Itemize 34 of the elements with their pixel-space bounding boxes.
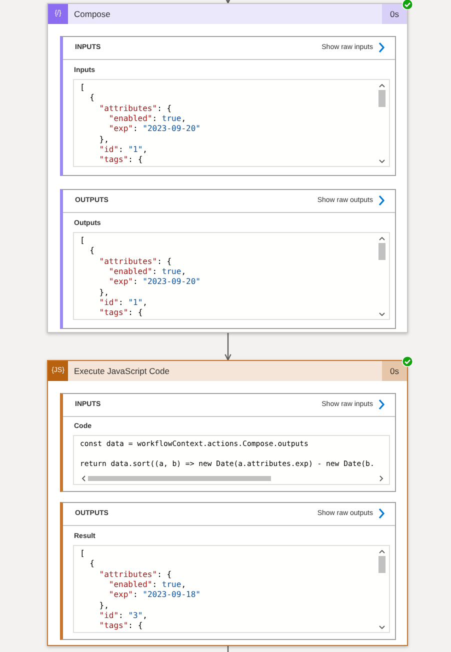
code-line: }, (98, 134, 109, 144)
duration-label: 0s (382, 361, 407, 381)
connector-arrow (224, 333, 232, 361)
code-line: { (88, 246, 94, 256)
code-line: "attributes": { (98, 256, 172, 266)
code-line: { (88, 559, 94, 568)
section-panel (60, 393, 396, 492)
section-panel (60, 502, 396, 640)
code-line: "attributes": { (98, 104, 172, 113)
code-line: "exp": "2023-09-20" (108, 124, 200, 134)
section-panel (60, 36, 396, 176)
card-title: Execute JavaScript Code (74, 366, 170, 376)
code-line: "tags": { (98, 621, 143, 630)
code-line: "attributes": { (98, 570, 172, 579)
code-line: "tags": { (98, 308, 143, 318)
code-line: [ (80, 549, 85, 558)
code-line: }, (98, 288, 109, 296)
code-line: "exp": "2023-09-20" (108, 277, 200, 286)
code-line: "id": "1", (98, 144, 148, 154)
duration-label: 0s (382, 4, 407, 24)
code-line: [ (80, 236, 85, 245)
code-line: "id": "3", (98, 610, 148, 620)
code-line: "enabled": true, (108, 580, 186, 589)
code-line: { (88, 93, 94, 102)
code-line: }, (98, 600, 109, 610)
connector-arrow (224, 0, 232, 4)
code-line: "tags": { (98, 155, 143, 164)
card-title: Compose (74, 9, 110, 19)
code-line: "exp": "2023-09-18" (108, 590, 200, 600)
code-line: "enabled": true, (108, 114, 186, 123)
section-panel (60, 189, 396, 329)
code-line: [ (80, 83, 85, 92)
code-line: "id": "1", (98, 298, 148, 307)
code-line: "enabled": true, (108, 266, 186, 276)
